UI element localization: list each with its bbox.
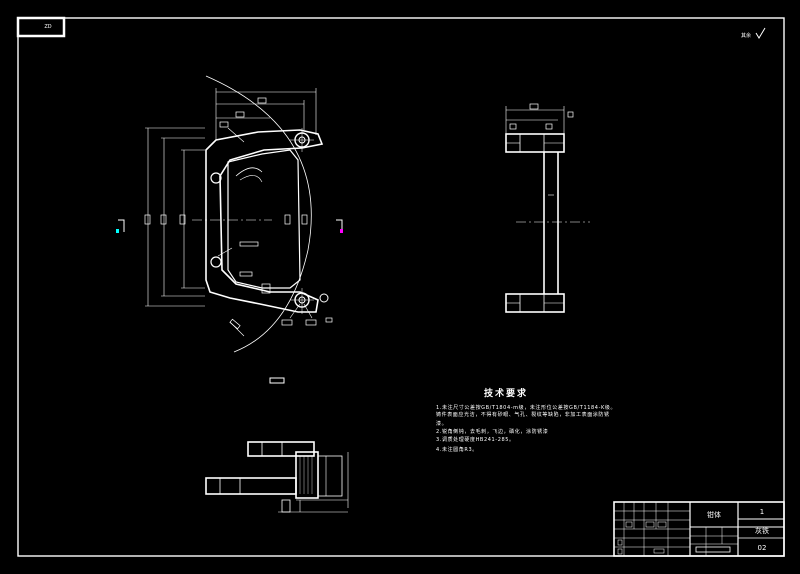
scale-value: 1 [760,508,764,516]
note-line: 3.调质处理硬度HB241-285。 [436,436,515,443]
sheet-frame [16,16,785,557]
corner-code: ZD [44,24,51,30]
roughness-note: 其余 [741,27,766,39]
section-marker-accent-right [340,229,343,233]
section-marker-accent [116,229,119,233]
roughness-check-icon [755,27,766,39]
note-line: 2.锐角倒钝，去毛刺，飞边，磷化，涂防锈漆 [436,428,548,435]
note-line: 漆。 [436,420,447,427]
note-line: 1.未注尺寸公差按GB/T1804-m级，未注形位公差按GB/T1184-K级。 [436,404,616,411]
side-view [505,103,590,313]
note-line: 铸件表面应光洁，不得有砂眼、气孔、裂纹等缺陷，非加工表面涂防锈 [436,411,610,418]
technical-requirements: 技术要求 1.未注尺寸公差按GB/T1804-m级，未注形位公差按GB/T118… [436,387,616,453]
section-view [205,441,349,513]
sheet-code: 02 [758,544,767,552]
front-view [118,75,343,384]
roughness-label: 其余 [741,32,751,39]
part-name: 钳体 [707,510,721,519]
material-label: 灰铁 [755,526,769,535]
title-block [613,501,785,557]
notes-title: 技术要求 [484,387,528,399]
note-line: 4.未注圆角R3。 [436,446,478,453]
